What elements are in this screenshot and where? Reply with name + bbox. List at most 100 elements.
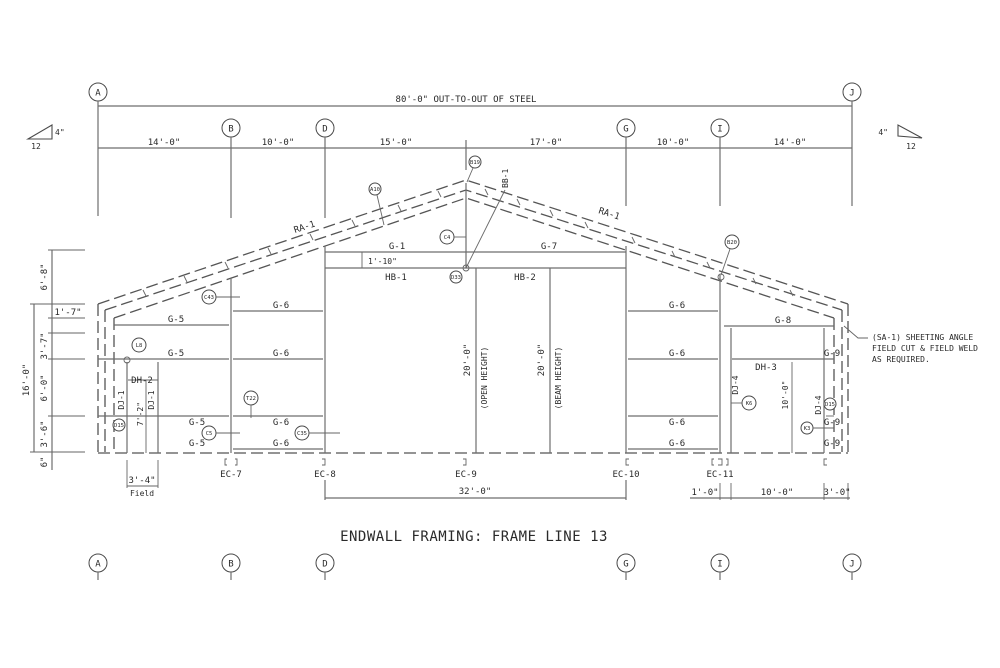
svg-text:EC-9: EC-9 (455, 470, 477, 480)
svg-text:G-1: G-1 (389, 242, 405, 252)
svg-text:C5: C5 (206, 431, 213, 437)
girts-bay-b-d: G-6 G-6 G-6 G-6 (233, 301, 323, 450)
svg-text:20'-0": 20'-0" (463, 344, 473, 377)
svg-text:DJ-4: DJ-4 (814, 395, 823, 414)
svg-text:14'-0": 14'-0" (148, 138, 181, 148)
svg-text:1'-10": 1'-10" (368, 257, 397, 266)
svg-text:FIELD CUT & FIELD WELD: FIELD CUT & FIELD WELD (872, 344, 978, 353)
sheeting-angle-note: (SA-1) SHEETING ANGLE FIELD CUT & FIELD … (843, 325, 978, 364)
svg-text:G-9: G-9 (824, 349, 840, 359)
svg-text:(SA-1) SHEETING ANGLE: (SA-1) SHEETING ANGLE (872, 333, 973, 342)
svg-text:B19: B19 (470, 160, 480, 166)
svg-text:D15: D15 (114, 423, 124, 429)
endwall-columns (230, 183, 721, 453)
header-opening: G-1 G-7 HB-1 HB-2 1'-10" 20'-0" (OPEN HE… (325, 169, 626, 453)
detail-tag-c4: C4 (439, 229, 466, 245)
detail-tag-k6: K6 (731, 395, 757, 411)
grid-bubbles-top: A B D G I J (88, 82, 862, 138)
grid-bubble-b: B (221, 118, 241, 138)
svg-text:G-5: G-5 (168, 349, 184, 359)
svg-text:Field: Field (130, 489, 154, 498)
grid-bubble-d: D (315, 118, 335, 138)
svg-text:G-6: G-6 (273, 418, 289, 428)
svg-text:D15: D15 (825, 402, 835, 408)
bay-dimensions: 14'-0" 10'-0" 15'-0" 17'-0" 10'-0" 14'-0… (98, 138, 852, 149)
right-bay-framing: G-8 DH-3 G-9 G-9 G-9 10'-0" DJ-4 DJ-4 (724, 316, 840, 453)
svg-text:3'-7": 3'-7" (40, 332, 50, 359)
detail-tag-k3: K3 (800, 421, 834, 435)
svg-text:G-6: G-6 (669, 301, 685, 311)
opening-width-dimension: 32'-0" (324, 480, 627, 500)
svg-text:HB-1: HB-1 (385, 273, 407, 283)
svg-text:K3: K3 (804, 426, 811, 432)
svg-text:DH-3: DH-3 (755, 363, 777, 373)
overall-dimension: 80'-0" OUT-TO-OUT OF STEEL (98, 95, 852, 107)
svg-text:12: 12 (31, 142, 41, 151)
corner-columns (97, 304, 849, 452)
svg-text:(OPEN HEIGHT): (OPEN HEIGHT) (480, 347, 489, 410)
slope-symbol-right: 4" 12 (878, 124, 923, 151)
grid-bubble-a-bottom: A (88, 553, 108, 580)
svg-text:I: I (717, 125, 722, 135)
left-vertical-dimensions: 6'-8" 1'-7" 3'-7" 6'-0" 3'-6" 6" 16'-0" (22, 249, 85, 470)
svg-text:A: A (95, 89, 101, 99)
grid-bubble-b-bottom: B (221, 553, 241, 580)
svg-text:G-6: G-6 (273, 439, 289, 449)
svg-text:EC-10: EC-10 (612, 470, 639, 480)
svg-text:15'-0": 15'-0" (380, 138, 413, 148)
svg-text:DJ-1: DJ-1 (117, 390, 126, 409)
svg-text:A: A (95, 560, 101, 570)
svg-text:B: B (228, 125, 233, 135)
grid-bubble-d-bottom: D (315, 553, 335, 580)
svg-text:G-5: G-5 (189, 439, 205, 449)
svg-text:G: G (623, 560, 628, 570)
svg-text:G-7: G-7 (541, 242, 557, 252)
svg-text:10'-0": 10'-0" (657, 138, 690, 148)
svg-text:4": 4" (55, 128, 65, 137)
grid-bubble-g-bottom: G (616, 553, 636, 580)
svg-text:12: 12 (906, 142, 916, 151)
detail-tag-c5: C5 (201, 425, 240, 441)
svg-text:16'-0": 16'-0" (22, 364, 32, 397)
svg-text:3'-6": 3'-6" (40, 420, 50, 447)
svg-text:32'-0": 32'-0" (459, 487, 492, 497)
grid-bubble-a: A (88, 82, 108, 102)
svg-text:3'-0": 3'-0" (823, 488, 850, 498)
grid-bubble-i-bottom: I (710, 553, 730, 580)
endwall-column-labels: EC-7 EC-8 EC-9 EC-10 EC-11 (220, 458, 827, 480)
detail-tag-d33: D33 (449, 264, 470, 284)
svg-text:3'-4": 3'-4" (128, 476, 155, 486)
svg-text:DH-2: DH-2 (131, 376, 153, 386)
svg-text:J: J (849, 560, 854, 570)
svg-text:I: I (717, 560, 722, 570)
svg-text:B: B (228, 560, 233, 570)
svg-text:10'-0": 10'-0" (781, 381, 790, 410)
svg-text:6'-8": 6'-8" (40, 263, 50, 290)
svg-text:C4: C4 (444, 235, 451, 241)
grid-bubble-j-bottom: J (842, 553, 862, 580)
detail-tag-b19: B19 (466, 155, 482, 183)
detail-tag-c35: C35 (294, 425, 340, 441)
svg-text:80'-0" OUT-TO-OUT OF STEEL: 80'-0" OUT-TO-OUT OF STEEL (396, 95, 537, 105)
detail-tag-l8: L8 (123, 337, 147, 364)
grid-bubble-j: J (842, 82, 862, 102)
svg-text:AS REQUIRED.: AS REQUIRED. (872, 355, 930, 364)
svg-text:G-5: G-5 (168, 315, 184, 325)
svg-text:HB-2: HB-2 (514, 273, 536, 283)
detail-tag-d15-left: D15 (112, 418, 126, 432)
drawing-title: ENDWALL FRAMING: FRAME LINE 13 (340, 529, 608, 545)
svg-text:G-6: G-6 (273, 301, 289, 311)
detail-tag-b20: B20 (717, 234, 740, 281)
svg-text:D: D (322, 125, 327, 135)
svg-text:L8: L8 (136, 343, 143, 349)
svg-text:G-8: G-8 (775, 316, 791, 326)
svg-text:C35: C35 (297, 431, 307, 437)
svg-text:6": 6" (40, 457, 50, 468)
bottom-right-dimensions: 1'-0" 10'-0" 3'-0" (690, 483, 851, 500)
svg-text:EC-11: EC-11 (706, 470, 733, 480)
detail-tag-a10: A10 (368, 182, 385, 226)
grid-bubbles-bottom: A B D G I J (88, 553, 862, 580)
svg-text:EC-7: EC-7 (220, 470, 242, 480)
svg-text:17'-0": 17'-0" (530, 138, 563, 148)
